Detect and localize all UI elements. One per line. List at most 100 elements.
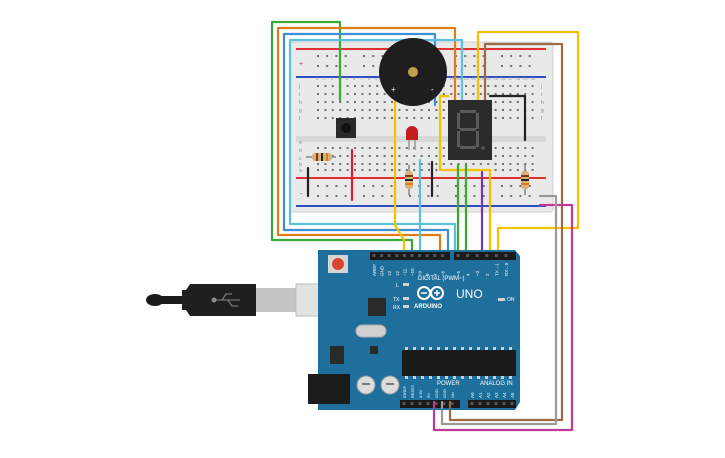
digital-pin-label: ~6	[440, 270, 445, 276]
rail-hole	[510, 55, 513, 57]
column-number: 29	[523, 76, 528, 81]
breadboard-hole	[509, 155, 512, 157]
breadboard-hole	[516, 85, 519, 87]
wire-yellow-segment[interactable]	[438, 94, 492, 260]
header-pin[interactable]	[494, 254, 498, 257]
wire-magenta[interactable]	[432, 203, 574, 432]
header-pin[interactable]	[433, 254, 437, 257]
rail-hole	[381, 195, 384, 197]
header-pin[interactable]	[502, 402, 506, 405]
header-pin[interactable]	[434, 402, 438, 405]
breadboard-hole	[479, 163, 482, 165]
breadboard-hole	[509, 169, 512, 171]
breadboard-hole	[383, 155, 386, 157]
breadboard-hole	[428, 147, 430, 149]
wire-black-segment[interactable]	[488, 94, 527, 142]
breadboard-hole	[324, 93, 327, 95]
breadboard-hole	[383, 169, 386, 171]
rail-hole	[482, 65, 485, 67]
breadboard-hole	[435, 109, 438, 111]
breadboard-hole	[361, 117, 364, 119]
header-pin[interactable]	[425, 254, 429, 257]
piezo-buzzer[interactable]: + -	[379, 38, 447, 106]
header-pin[interactable]	[440, 254, 444, 257]
rail-hole	[519, 195, 522, 197]
header-pin[interactable]	[478, 402, 482, 405]
digital-pin-label: TX→1	[494, 263, 499, 276]
rail-hole	[335, 185, 338, 187]
header-pin[interactable]	[504, 254, 508, 257]
wire-yellow-loop[interactable]	[476, 30, 580, 260]
row-label: i	[299, 92, 300, 98]
analog-pin-label: A0	[470, 392, 475, 398]
header-pin[interactable]	[485, 254, 489, 257]
wire-yellow-buzzer[interactable]	[393, 98, 406, 260]
header-pin[interactable]	[395, 254, 399, 257]
header-pin[interactable]	[402, 402, 406, 405]
header-pin[interactable]	[418, 254, 422, 257]
breadboard-hole	[368, 117, 371, 119]
breadboard-hole	[413, 169, 416, 171]
header-pin[interactable]	[387, 254, 391, 257]
column-number: 30	[531, 76, 536, 81]
breadboard-hole	[346, 169, 349, 171]
chip-pin	[461, 376, 464, 379]
power-label: POWER	[437, 381, 460, 387]
breadboard-hole	[472, 163, 475, 165]
breadboard-hole	[516, 109, 519, 111]
wire-cyan[interactable]	[288, 38, 464, 260]
breadboard-hole	[354, 147, 356, 149]
header-pin[interactable]	[372, 254, 376, 257]
header-pin[interactable]	[410, 402, 414, 405]
wire-brown[interactable]	[448, 42, 564, 422]
header-pin[interactable]	[410, 254, 414, 257]
breadboard-hole	[509, 117, 512, 119]
header-pin[interactable]	[380, 254, 384, 257]
analog-label: ANALOG IN	[480, 381, 513, 387]
wire-orange[interactable]	[276, 26, 457, 260]
breadboard-hole	[494, 109, 497, 111]
breadboard-hole	[531, 117, 534, 119]
breadboard-hole	[435, 147, 438, 149]
resistor-led[interactable]	[405, 165, 413, 195]
resistor-right[interactable]	[521, 165, 529, 195]
breadboard-hole	[376, 109, 379, 111]
resistor-left[interactable]	[306, 153, 336, 161]
header-pin[interactable]	[466, 254, 470, 257]
wire-blue[interactable]	[282, 32, 450, 260]
breadboard-hole	[354, 163, 356, 165]
breadboard-hole	[354, 169, 356, 171]
red-led[interactable]	[406, 126, 418, 150]
header-pin[interactable]	[418, 402, 422, 405]
breadboard-hole	[317, 163, 319, 165]
header-pin[interactable]	[450, 402, 454, 405]
breadboard-hole	[494, 93, 497, 95]
pushbutton-cap	[341, 123, 351, 133]
power-pin-label: GND	[442, 389, 447, 398]
arduino-reset-button[interactable]	[332, 258, 344, 270]
header-pin[interactable]	[510, 402, 514, 405]
header-pin[interactable]	[426, 402, 430, 405]
breadboard-hole	[435, 117, 438, 119]
header-pin[interactable]	[475, 254, 479, 257]
breadboard-hole	[405, 117, 408, 119]
chip-pin	[469, 347, 472, 350]
header-pin[interactable]	[442, 402, 446, 405]
breadboard-hole	[502, 101, 504, 103]
seven-segment-display[interactable]	[448, 100, 492, 160]
breadboard-hole	[339, 109, 342, 111]
header-pin[interactable]	[402, 254, 406, 257]
pushbutton[interactable]	[336, 118, 356, 138]
header-pin[interactable]	[470, 402, 474, 405]
column-number: 24	[486, 76, 491, 81]
breadboard-hole	[331, 117, 334, 119]
breadboard-hole	[531, 163, 534, 165]
header-pin[interactable]	[494, 402, 498, 405]
wire-gray[interactable]	[440, 194, 558, 426]
rail-hole	[455, 185, 457, 187]
header-pin[interactable]	[456, 254, 460, 257]
header-pin[interactable]	[486, 402, 490, 405]
